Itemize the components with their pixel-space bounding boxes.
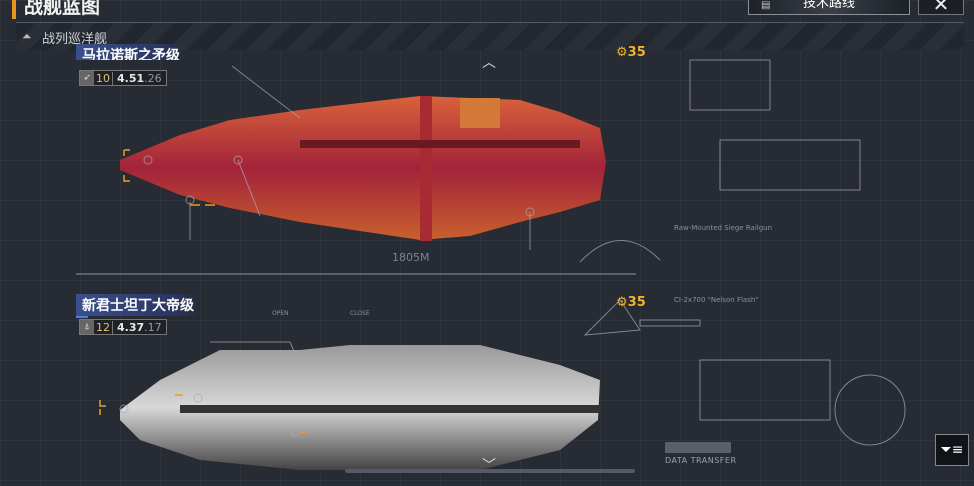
ship-name-2[interactable]: 新君士坦丁大帝级	[76, 294, 200, 318]
close-button[interactable]: ✕	[918, 0, 964, 15]
cost-value: 35	[627, 45, 646, 60]
ship-length: 1805M	[392, 251, 430, 264]
ship-class-icon: ➶	[80, 71, 94, 85]
ship-new-constantine[interactable]	[120, 345, 600, 470]
ship-name-1[interactable]: 马拉诺斯之矛级	[76, 44, 186, 60]
tech-route-label: 技术路线	[802, 0, 855, 11]
filter-icon: ⏷≡	[940, 442, 964, 458]
ship-level: 10	[96, 71, 110, 85]
ship-version: 4.37.17	[112, 320, 166, 334]
scroll-up-chevron-icon[interactable]: ︿	[482, 55, 496, 71]
target-brackets	[99, 149, 308, 433]
ship-level: 12	[96, 320, 110, 334]
close-label: CLOSE	[350, 310, 370, 317]
ship-cost-2: ⚙35	[616, 295, 646, 310]
tech-route-button[interactable]: ▤ 技术路线	[748, 0, 910, 15]
rank-chevron-icon: ⏶	[22, 29, 32, 43]
filter-button[interactable]: ⏷≡	[935, 434, 969, 466]
blueprint-label: CI-2x700 "Nelson Flash"	[674, 296, 759, 304]
ship-stats-1: ➶ 10 4.51.26	[79, 70, 167, 86]
page-title: 战舰蓝图	[12, 0, 100, 19]
blueprint-lines	[119, 59, 906, 446]
ship-stats-2: ⍋ 12 4.37.17	[79, 319, 167, 335]
cost-value: 35	[627, 295, 646, 310]
version-major: 4.51	[117, 71, 145, 85]
weapon-title: Raw-Mounted Siege Railgun	[674, 224, 773, 232]
scrollbar[interactable]	[345, 469, 635, 473]
data-transfer-label: DATA TRANSFER	[665, 456, 737, 465]
ship-cost-1: ⚙35	[616, 45, 646, 60]
version-build: .17	[144, 320, 162, 334]
ship-marranos-spear[interactable]	[120, 96, 606, 241]
category-label: 战列巡洋舰	[42, 32, 108, 47]
tech-tree-icon: ▤	[761, 0, 771, 11]
length-ruler	[76, 273, 636, 275]
open-label: OPEN	[272, 310, 289, 317]
ship-version: 4.51.26	[112, 71, 166, 85]
ship-class-icon: ⍋	[80, 320, 94, 334]
data-transfer-graph	[665, 442, 731, 453]
version-major: 4.37	[117, 320, 145, 334]
version-build: .26	[144, 71, 162, 85]
